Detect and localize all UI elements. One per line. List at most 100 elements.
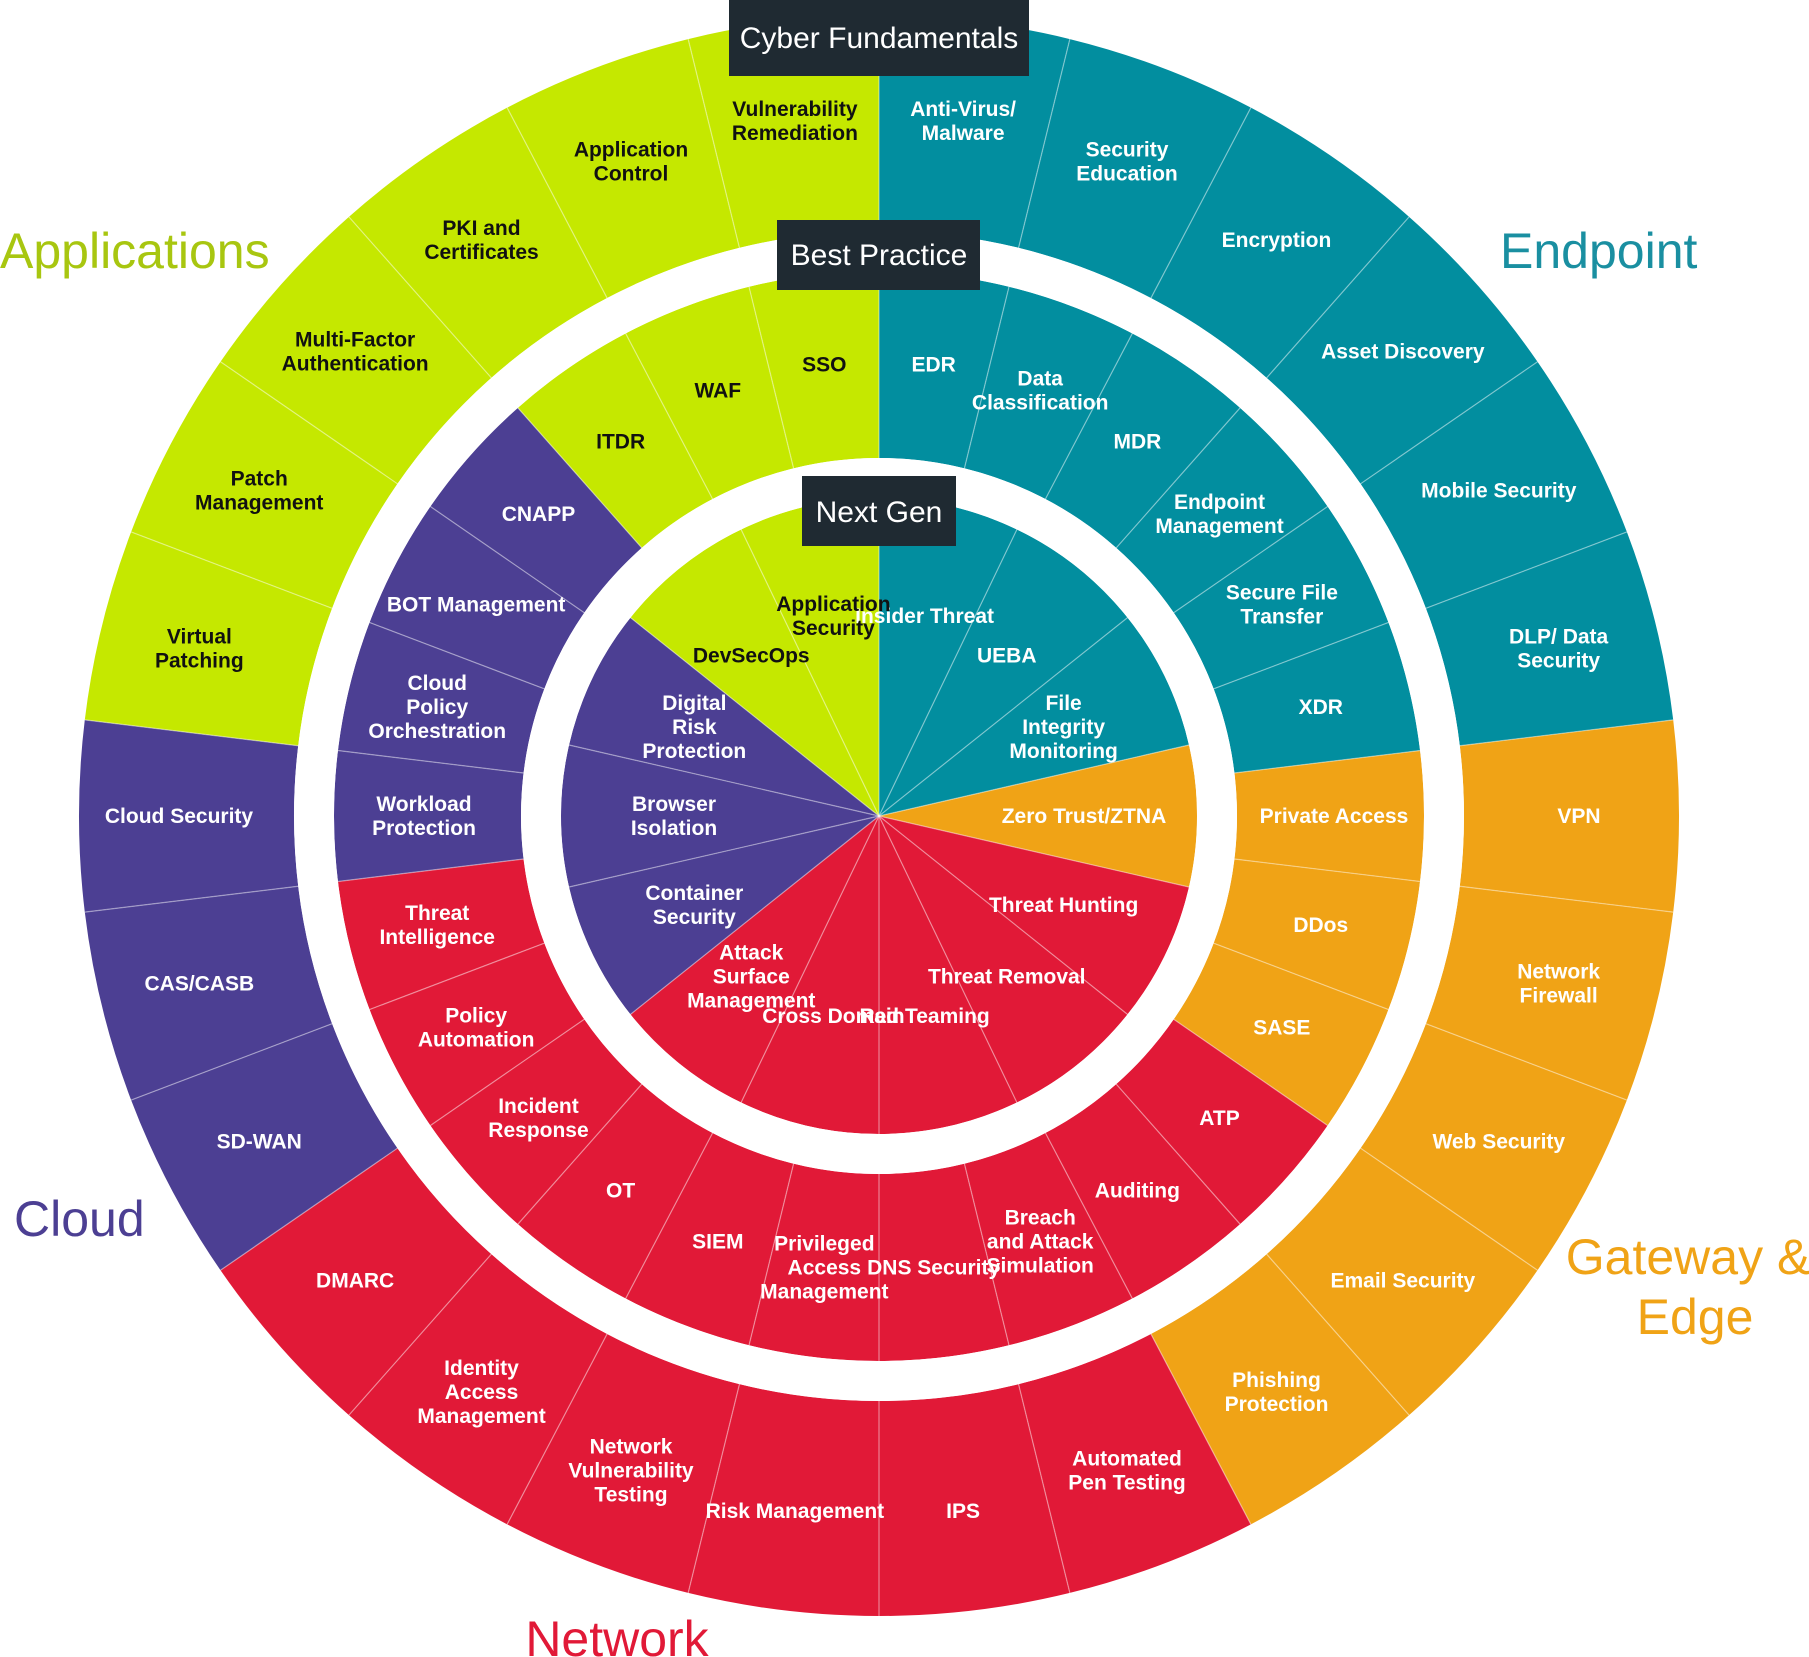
middle-divider-7 — [1234, 858, 1421, 883]
middle-segment-label-15: OT — [606, 1180, 635, 1203]
outer-divider-15 — [506, 1333, 608, 1525]
outer-divider-19 — [84, 885, 299, 913]
middle-segment-0 — [879, 271, 1010, 469]
outer-divider-18 — [130, 1023, 333, 1101]
middle-segment-17 — [369, 943, 585, 1126]
inner-segment-4 — [879, 816, 1189, 1015]
middle-divider-3 — [1115, 407, 1241, 549]
middle-segment-8 — [1173, 943, 1389, 1126]
middle-divider-20 — [337, 749, 524, 774]
outer-divider-8 — [1425, 1023, 1628, 1101]
outer-divider-11 — [1150, 1333, 1252, 1525]
inner-divider-6 — [878, 815, 1018, 1103]
outer-divider-21 — [130, 531, 333, 609]
middle-segment-12 — [879, 1163, 1010, 1361]
domain-label-endpoint: Endpoint — [1500, 223, 1697, 279]
middle-divider-8 — [1213, 942, 1389, 1011]
inner-segment-3 — [879, 745, 1197, 887]
middle-segment-18 — [337, 859, 545, 1010]
outer-segment-6 — [1459, 719, 1679, 913]
outer-divider-2 — [1150, 107, 1252, 299]
middle-segment-19 — [334, 750, 524, 882]
inner-segment-0 — [879, 498, 1017, 816]
outer-divider-23 — [348, 216, 492, 379]
outer-divider-22 — [220, 361, 398, 485]
inner-divider-13 — [740, 529, 880, 817]
middle-divider-23 — [517, 407, 643, 549]
outer-divider-1 — [1017, 38, 1071, 249]
middle-segment-label-5: XDR — [1299, 696, 1343, 719]
divider-lines — [84, 16, 1674, 1616]
inner-divider-11 — [568, 744, 880, 817]
outer-segment-label-9: Email Security — [1330, 1269, 1475, 1292]
outer-segment-label-2: Encryption — [1222, 229, 1332, 252]
middle-segment-label-9: ATP — [1199, 1107, 1239, 1130]
middle-ring-title-badge: Best Practice — [777, 220, 980, 290]
middle-ring-title: Best Practice — [791, 239, 968, 272]
outer-segment-1 — [1018, 39, 1251, 299]
outer-segment-7 — [1425, 886, 1674, 1101]
middle-divider-19 — [337, 858, 524, 883]
middle-segment-label-7: DDos — [1293, 914, 1348, 937]
inner-divider-1 — [878, 529, 1018, 817]
outer-segment-label-18: CAS/CASB — [145, 973, 255, 996]
outer-segment-18 — [84, 886, 333, 1101]
inner-divider-4 — [878, 815, 1190, 888]
middle-divider-15 — [625, 1132, 714, 1299]
inner-ring-title: Next Gen — [816, 496, 943, 529]
middle-divider-6 — [1234, 749, 1421, 774]
middle-segment-3 — [1116, 407, 1328, 613]
outer-divider-17 — [220, 1147, 398, 1271]
middle-segment-21 — [369, 506, 585, 689]
middle-segment-4 — [1173, 506, 1389, 689]
outer-segment-5 — [1425, 531, 1674, 746]
middle-segment-24 — [625, 286, 794, 500]
middle-divider-9 — [1173, 1018, 1328, 1126]
middle-divider-12 — [963, 1163, 1010, 1346]
inner-segment-label-0: Insider Threat — [855, 605, 994, 628]
middle-segment-9 — [1116, 1019, 1328, 1225]
middle-segment-20 — [337, 622, 545, 773]
outer-segment-21 — [131, 361, 398, 609]
outer-segment-24 — [507, 39, 740, 299]
middle-segment-label-21: BOT Management — [387, 593, 566, 616]
middle-segment-label-24: WAF — [694, 380, 741, 403]
middle-divider-10 — [1115, 1083, 1241, 1225]
outer-segment-22 — [220, 216, 492, 484]
inner-segment-5 — [879, 816, 1128, 1103]
outer-segment-label-19: Cloud Security — [105, 805, 254, 828]
inner-segment-11 — [569, 617, 879, 816]
middle-segment-6 — [1234, 750, 1424, 882]
inner-divider-8 — [740, 815, 880, 1103]
inner-divider-3 — [878, 744, 1190, 817]
middle-segment-label-6: Private Access — [1260, 805, 1409, 828]
inner-divider-12 — [630, 617, 880, 817]
middle-segment-label-0: EDR — [911, 353, 955, 376]
domain-label-network: Network — [525, 1611, 709, 1657]
inner-segment-label-3: Zero Trust/ZTNA — [1002, 805, 1167, 828]
outer-segment-12 — [879, 1384, 1070, 1616]
outer-divider-16 — [348, 1253, 492, 1416]
segments-layer — [78, 16, 1679, 1616]
middle-segment-7 — [1213, 859, 1421, 1010]
outer-segment-label-6: VPN — [1557, 805, 1600, 828]
outer-divider-6 — [1459, 719, 1674, 747]
domain-label-applications: Applications — [0, 223, 270, 279]
outer-segment-14 — [507, 1333, 740, 1593]
